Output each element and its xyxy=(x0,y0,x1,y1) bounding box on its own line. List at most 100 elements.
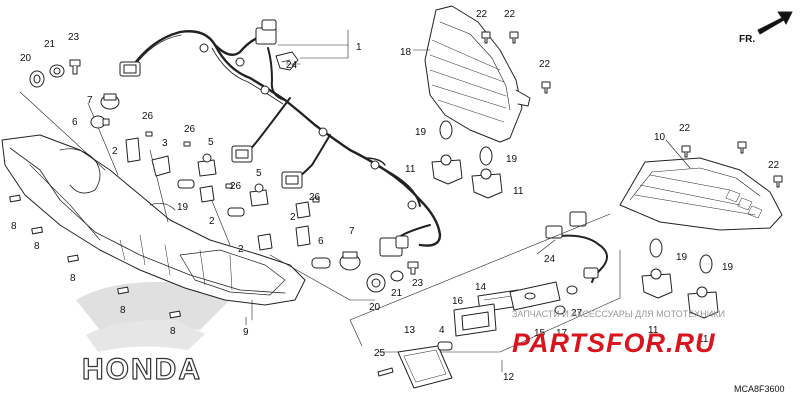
socket-5 xyxy=(249,183,269,207)
callout-21: 21 xyxy=(391,288,403,299)
callout-14: 14 xyxy=(475,282,487,293)
watermark-tagline: ЗАПЧАСТИ И АКСЕССУАРЫ ДЛЯ МОТОТЕХНИКИ xyxy=(512,309,725,319)
callout-2: 2 xyxy=(290,212,296,223)
bulb-4 xyxy=(437,341,453,351)
bulb-19 xyxy=(439,120,713,274)
connector xyxy=(281,171,303,189)
connector xyxy=(231,145,253,163)
callout-11: 11 xyxy=(405,164,416,175)
seal-16 xyxy=(453,303,497,337)
callout-3: 3 xyxy=(162,138,168,149)
connector xyxy=(255,19,277,45)
screw-26 xyxy=(183,141,191,147)
callout-8: 8 xyxy=(70,273,76,284)
callout-22: 22 xyxy=(679,123,691,134)
callout-11: 11 xyxy=(513,186,524,197)
callout-26: 26 xyxy=(184,124,196,135)
callout-19: 19 xyxy=(676,252,688,263)
socket-11 xyxy=(431,154,719,319)
callout-2: 2 xyxy=(112,146,118,157)
bulb-6 xyxy=(311,257,331,269)
callout-26: 26 xyxy=(142,111,154,122)
collar-21 xyxy=(49,64,65,78)
callout-8: 8 xyxy=(34,241,40,252)
honda-wordmark: HONDA xyxy=(82,353,202,386)
diagram-code: MCA8F3600 xyxy=(734,384,785,394)
screw-26 xyxy=(312,197,320,203)
connector xyxy=(379,235,409,257)
holder-2 xyxy=(295,225,311,247)
collar-27 xyxy=(566,285,578,295)
callout-2: 2 xyxy=(209,216,215,227)
grommet-20 xyxy=(366,273,386,293)
callout-18: 18 xyxy=(400,47,412,58)
callout-7: 7 xyxy=(87,95,93,106)
screw-25 xyxy=(377,367,394,377)
screw-23 xyxy=(407,261,419,275)
collar-21 xyxy=(390,270,404,282)
honda-wing-logo xyxy=(76,281,230,352)
screw-23 xyxy=(737,141,747,154)
callout-12: 12 xyxy=(503,372,515,383)
callout-20: 20 xyxy=(369,302,381,313)
callout-15: 15 xyxy=(534,328,546,339)
callout-22: 22 xyxy=(768,160,780,171)
sub-harness-24 xyxy=(545,211,608,283)
callout-21: 21 xyxy=(44,39,56,50)
callout-1: 1 xyxy=(356,42,362,53)
grommet-20 xyxy=(29,70,45,88)
holder-3 xyxy=(151,155,171,177)
callout-4: 4 xyxy=(439,325,445,336)
socket-5 xyxy=(197,153,217,177)
callout-19: 19 xyxy=(506,154,518,165)
connector xyxy=(119,61,141,77)
license-lens-13 xyxy=(397,345,453,389)
callout-27: 27 xyxy=(571,308,583,319)
callout-leaders xyxy=(245,29,691,373)
leader-lines xyxy=(19,91,376,321)
bulb-19 xyxy=(177,179,245,217)
callout-20: 20 xyxy=(20,53,32,64)
callout-24: 24 xyxy=(544,254,556,265)
callout-8: 8 xyxy=(11,221,17,232)
callout-9: 9 xyxy=(243,327,249,338)
callout-24: 24 xyxy=(286,60,298,71)
callout-6: 6 xyxy=(72,117,78,128)
lens-18 xyxy=(424,5,531,143)
callouts: 1 2 2 2 2 3 4 5 5 6 6 7 7 8 8 8 8 8 9 10… xyxy=(11,9,780,383)
harness-clips xyxy=(199,43,417,210)
screw-23 xyxy=(69,59,81,75)
pads-8 xyxy=(9,194,181,319)
callout-8: 8 xyxy=(170,326,176,337)
callout-25: 25 xyxy=(374,348,386,359)
front-direction-label: FR. xyxy=(739,34,755,45)
callout-5: 5 xyxy=(256,168,262,179)
screw-26 xyxy=(145,131,153,137)
callout-6: 6 xyxy=(318,236,324,247)
bracket-2 xyxy=(125,137,141,163)
callout-26: 26 xyxy=(230,181,242,192)
callout-17: 17 xyxy=(556,328,568,339)
callout-26: 26 xyxy=(309,192,321,203)
rear-combination-light xyxy=(1,134,306,306)
callout-22: 22 xyxy=(476,9,488,20)
callout-23: 23 xyxy=(68,32,80,43)
callout-11: 11 xyxy=(648,325,659,336)
lens-10 xyxy=(619,157,783,231)
callout-7: 7 xyxy=(349,226,355,237)
callout-10: 10 xyxy=(654,132,666,143)
callout-16: 16 xyxy=(452,296,464,307)
callout-5: 5 xyxy=(208,137,214,148)
nut-17 xyxy=(554,305,566,315)
callout-22: 22 xyxy=(504,9,516,20)
clip-24 xyxy=(275,51,299,71)
socket-7 xyxy=(100,93,120,110)
license-bracket-15 xyxy=(509,281,561,311)
callout-11: 11 xyxy=(698,334,709,345)
bracket-2 xyxy=(199,185,311,251)
callout-19: 19 xyxy=(415,127,427,138)
front-direction-arrow xyxy=(757,11,793,35)
callout-22: 22 xyxy=(539,59,551,70)
callout-2: 2 xyxy=(238,244,244,255)
